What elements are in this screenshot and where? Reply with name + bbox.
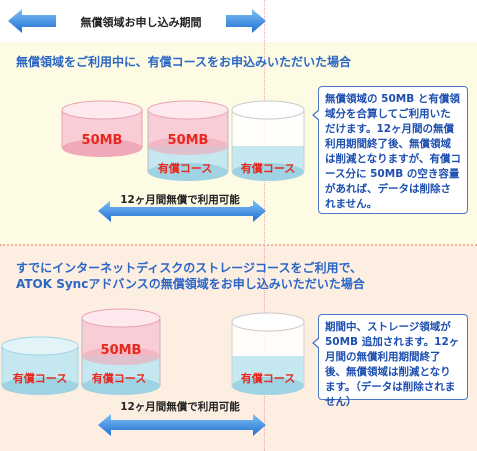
disk-paid-only: 有償コース	[231, 100, 305, 181]
period-end-line	[264, 0, 265, 451]
section1-arrow-label: 12ヶ月間無償で利用可能	[110, 192, 250, 207]
section2-title-line2: ATOK Syncアドバンスの無償領域をお申し込みいただいた場合	[16, 277, 365, 291]
section2-note: 期間中、ストレージ領域が 50MB 追加されます。12ヶ月間の無償利用期間終了後…	[312, 314, 468, 408]
disk-free-only: 50MB	[61, 100, 143, 157]
disk-d-label: 有償コース	[13, 371, 67, 385]
section1-disks: 50MB 50MB 有償コース 有償コース	[61, 100, 305, 181]
section1-note: 無償領域の 50MB と有償領域分を合算してご利用いただけます。12ヶ月間の無償…	[312, 86, 468, 214]
section2-title-line1: すでにインターネットディスクのストレージコースをご利用で、	[16, 261, 362, 275]
disk-c-bottom-label: 有償コース	[241, 161, 295, 175]
disk-free-plus-paid: 50MB 有償コース	[147, 100, 229, 181]
disk-b-bottom-label: 有償コース	[158, 161, 212, 175]
section1-title: 無償領域をご利用中に、有償コースをお申込みいただいた場合	[16, 55, 352, 69]
disk-e-bottom-label: 有償コース	[92, 371, 146, 385]
disk-e-top-label: 50MB	[101, 343, 142, 358]
disk-paid-only-left: 有償コース	[1, 336, 79, 395]
disk-b-top-label: 50MB	[168, 133, 209, 148]
section2-disks: 有償コース 50MB 有償コース 有償コース	[1, 308, 305, 395]
disk-free-plus-paid-2: 50MB 有償コース	[81, 308, 161, 395]
disk-a-label: 50MB	[82, 133, 123, 148]
disk-f-label: 有償コース	[241, 371, 295, 385]
section2-period-arrow	[98, 414, 266, 436]
section-divider	[0, 244, 477, 246]
section1-period-arrow	[98, 200, 266, 222]
section2-arrow-label: 12ヶ月間無償で利用可能	[110, 399, 250, 414]
disk-paid-only-right: 有償コース	[231, 312, 305, 395]
period-label: 無償領域お申し込み期間	[56, 13, 226, 31]
